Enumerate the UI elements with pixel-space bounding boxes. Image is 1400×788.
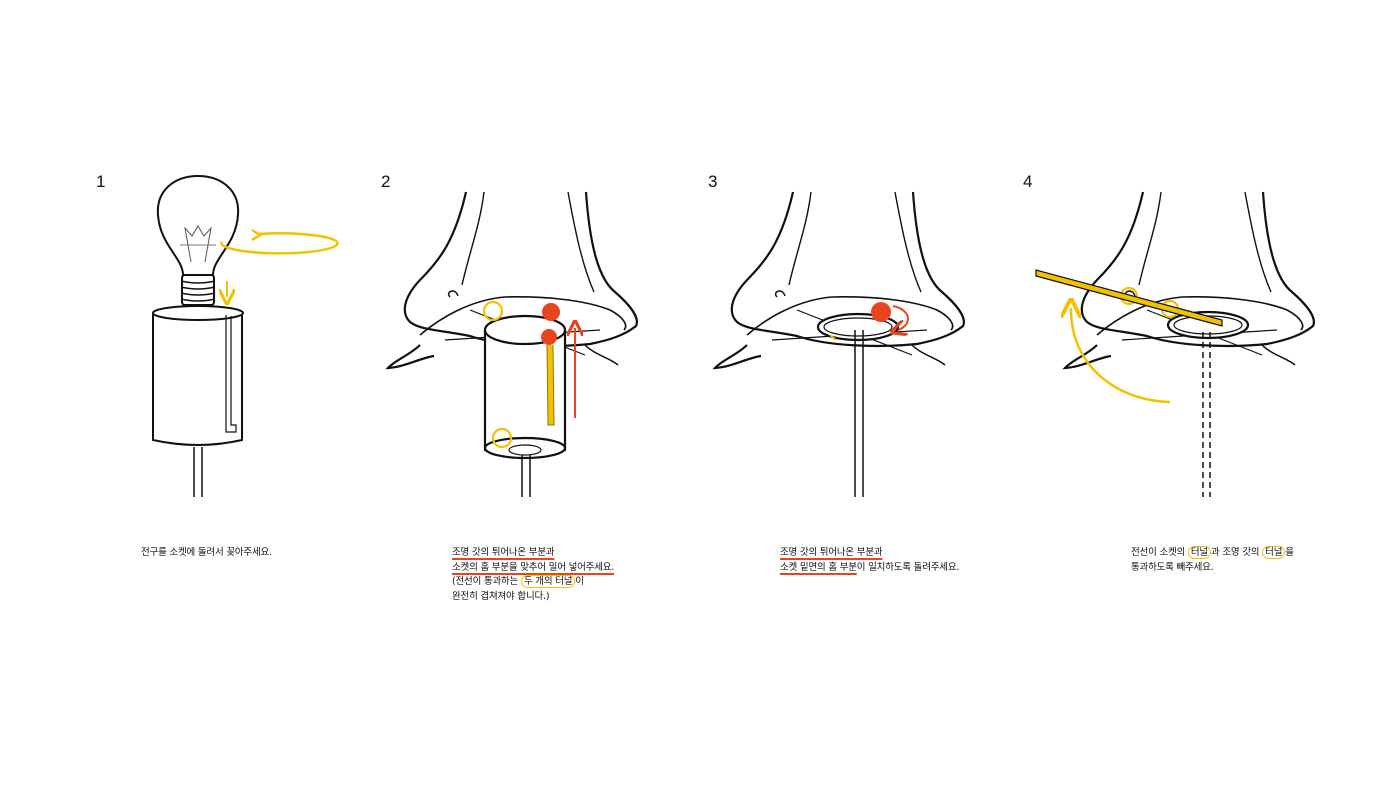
step2-caption-line4: 완전히 겹쳐져야 합니다.): [452, 590, 550, 602]
step2-caption-line1: 조명 갓의 튀어나온 부분과: [452, 547, 555, 558]
step4-caption-line1d: 터널: [1262, 546, 1286, 559]
step4-caption-line2: 통과하도록 빼주세요.: [1131, 561, 1214, 573]
step4-caption-line1e: 을: [1285, 547, 1294, 558]
step-number-1: 1: [96, 172, 106, 191]
step2-caption-line3c: 이: [575, 576, 584, 587]
step1-caption-line1: 전구를 소켓에 돌려서 꽂아주세요.: [141, 547, 272, 558]
step4-caption-line1c: 과 조명 갓의: [1210, 547, 1263, 558]
step2-illustration: [385, 191, 638, 497]
step3-caption-line1: 조명 갓의 튀어나온 부분과: [780, 547, 883, 558]
step1-caption: 전구를 소켓에 돌려서 꽂아주세요.: [141, 546, 272, 561]
step-number-2: 2: [381, 172, 391, 191]
step2-caption-line2: 소켓의 홈 부분을 맞추어 밀어 넣어주세요.: [452, 561, 615, 573]
step4-caption-line1a: 전선이 소켓의: [1131, 547, 1188, 558]
step-number-3: 3: [708, 172, 718, 191]
step-number-4: 4: [1023, 172, 1033, 191]
step2-caption: 조명 갓의 튀어나온 부분과 소켓의 홈 부분을 맞추어 밀어 넣어주세요. (…: [452, 546, 614, 604]
step3-caption: 조명 갓의 튀어나온 부분과 소켓 밑면의 홈 부분이 일치하도록 돌려주세요.: [780, 546, 959, 575]
step3-caption-line2a: 소켓 밑면의 홈 부분: [780, 561, 857, 573]
step2-caption-line3b: 두 개의 터널: [520, 575, 576, 588]
step1-illustration: [152, 174, 339, 497]
socket-cylinder: [152, 313, 243, 446]
step2-caption-line3a: (전선이 통과하는: [452, 576, 521, 587]
step4-illustration: [1035, 191, 1315, 497]
step4-caption-line1b: 터널: [1187, 546, 1211, 559]
step3-caption-line2b: 이 일치하도록 돌려주세요.: [856, 561, 960, 573]
step3-illustration: [712, 191, 965, 497]
